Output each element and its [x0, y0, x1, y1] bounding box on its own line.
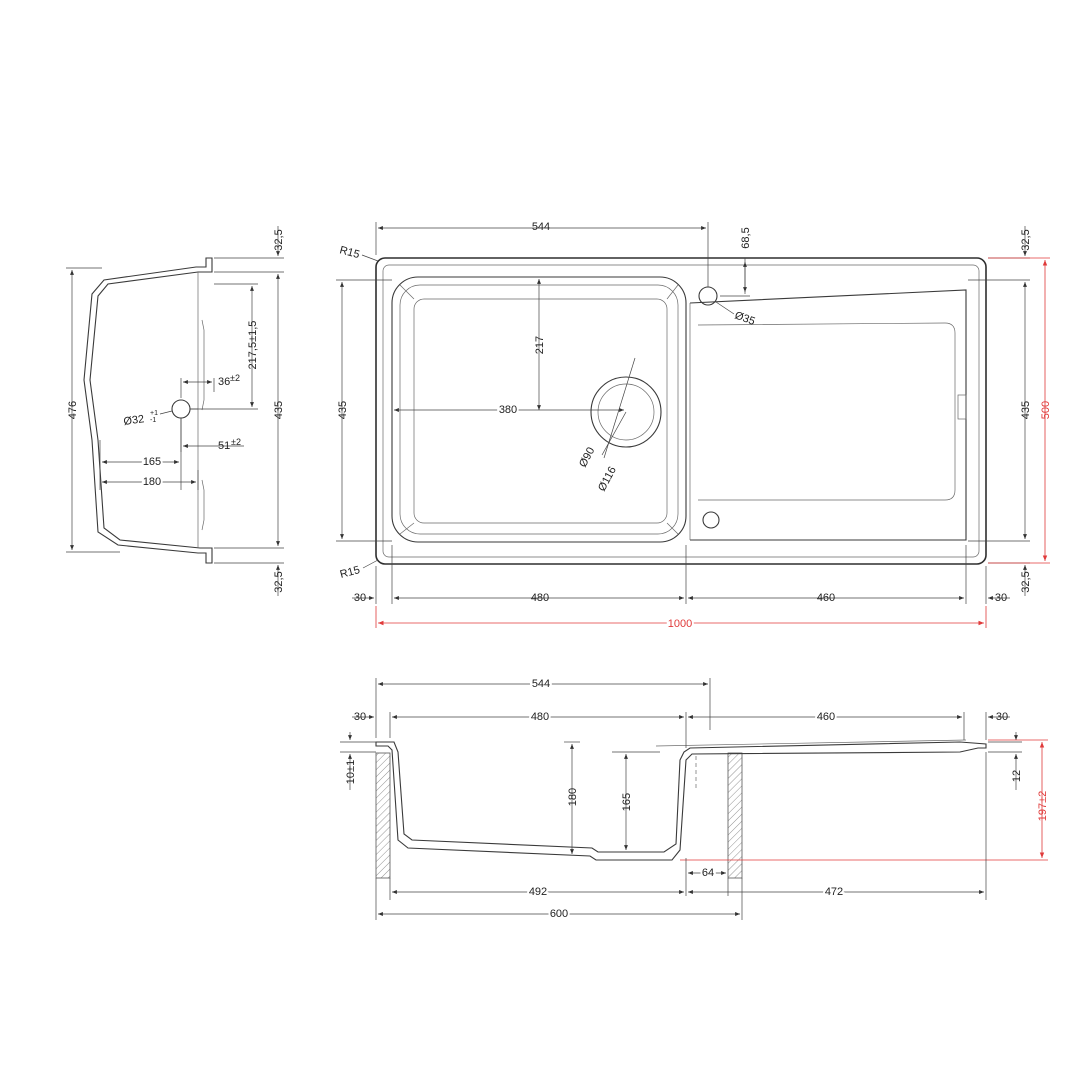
- sec-dim-600-label: 600: [550, 908, 568, 920]
- sink-inner-rim: [382, 264, 980, 558]
- side-dim-32-5-top: 32,5: [273, 229, 285, 250]
- label-90: Ø90: [577, 445, 597, 469]
- overflow-hole: [702, 511, 720, 529]
- dim-435-left: 435: [336, 279, 392, 542]
- sec-dim-180: 180: [564, 741, 580, 854]
- dim-1000: 1000: [375, 606, 987, 632]
- dim-380-label: 380: [499, 404, 517, 416]
- sec-dim-165-label: 165: [621, 793, 633, 811]
- sec-dim-197-label: 197±2: [1037, 791, 1049, 822]
- dim-544: 544: [375, 221, 709, 287]
- radius-top-leader: [361, 254, 379, 262]
- dim-435-left-label: 435: [337, 401, 349, 419]
- drainer-surface: [655, 739, 967, 747]
- sec-dim-492-label: 492: [529, 886, 547, 898]
- dim-217-5: 217,5±1,5: [190, 283, 259, 410]
- sec-dim-460: 460: [817, 711, 835, 723]
- sec-dim-472-label: 472: [825, 886, 843, 898]
- dim-30-right: 30: [995, 592, 1007, 604]
- label-32-tol-upper: +1: [150, 410, 158, 417]
- leader-35: [715, 301, 735, 315]
- side-dim-435: 435: [273, 401, 285, 419]
- dim-480: 480: [531, 592, 549, 604]
- sec-dim-30-right: 30: [996, 711, 1008, 723]
- sec-dim-64: 64: [685, 858, 729, 896]
- dim-476-label: 476: [67, 401, 79, 419]
- dim-544-label: 544: [532, 221, 550, 233]
- radius-top-label: R15: [338, 244, 361, 261]
- leader-drain: [601, 411, 627, 456]
- dim-217-label: 217: [534, 336, 546, 354]
- label-116: Ø116: [596, 465, 619, 494]
- sec-dim-180-label: 180: [567, 788, 579, 806]
- dim-36-label: 36: [218, 376, 230, 388]
- side-dim-right: 32,5 435 32,5: [214, 226, 285, 596]
- dim-32-5-bottom-right: 32,5: [1020, 571, 1032, 592]
- dim-435-right: 435: [1020, 401, 1032, 419]
- dim-51-label: 51: [218, 440, 230, 452]
- cabinet-wall-left: [375, 752, 391, 879]
- dim-460: 460: [817, 592, 835, 604]
- dim-165-180: 165 180: [99, 418, 199, 490]
- dim-68-5-label: 68,5: [740, 227, 752, 248]
- dim-68-5: 68,5: [720, 227, 752, 297]
- dim-32-5-top-right: 32,5: [1020, 229, 1032, 250]
- dim-bottom-chain: 30 480 460 30: [352, 545, 1010, 604]
- dim-36-tol: ±2: [230, 373, 240, 383]
- radius-bottom-leader: [362, 559, 379, 569]
- leader-drain-2: [603, 357, 636, 459]
- dim-500-label: 500: [1040, 401, 1052, 419]
- sec-dim-492-472: 492 472: [389, 752, 987, 900]
- label-35: Ø35: [733, 310, 757, 328]
- sec-dim-544: 544: [375, 676, 711, 738]
- drain: [590, 376, 662, 448]
- dim-30-left: 30: [354, 592, 366, 604]
- sec-dim-12-label: 12: [1011, 770, 1023, 782]
- drainer-board: [689, 289, 967, 541]
- dim-217-5-label: 217,5±1,5: [247, 321, 259, 370]
- sec-dim-12: 12: [988, 732, 1023, 790]
- side-overflow-hole: [171, 399, 191, 419]
- label-32-text: Ø32: [123, 413, 145, 428]
- sec-dim-10: 10±1: [340, 732, 376, 790]
- dim-165-label: 165: [143, 456, 161, 468]
- sec-dim-544-label: 544: [532, 678, 550, 690]
- dim-380: 380: [394, 402, 624, 418]
- dim-500: 500: [988, 257, 1052, 564]
- dim-51: 51 ±2: [180, 418, 244, 452]
- side-view: 476 32,5 435 32,5 217,5±1,5 36: [66, 226, 285, 596]
- sec-dim-30-left: 30: [354, 711, 366, 723]
- sec-dim-197: 197±2: [680, 739, 1049, 861]
- sink-outline: [375, 257, 987, 565]
- sec-dim-10-label: 10±1: [345, 760, 357, 784]
- section-profile: [375, 741, 987, 861]
- dim-217: 217: [534, 279, 546, 410]
- section-view: 544 30 480 460 30 10±1: [340, 676, 1049, 922]
- label-32: Ø32 +1 -1: [123, 408, 198, 428]
- dim-1000-label: 1000: [668, 618, 692, 630]
- sec-dim-600: 600: [375, 878, 743, 922]
- radius-bottom-label: R15: [339, 564, 362, 581]
- label-32-tol-lower: -1: [150, 417, 156, 424]
- cabinet-wall-right: [727, 752, 743, 879]
- side-dim-32-5-bottom: 32,5: [273, 571, 285, 592]
- sec-dim-chain: 30 480 460 30: [352, 709, 1010, 748]
- dim-51-tol: ±2: [231, 437, 241, 447]
- top-view: 544 68,5 Ø35 R15 R15 217 380 Ø90: [336, 221, 1052, 632]
- dim-36: 36 ±2: [180, 373, 240, 398]
- sec-dim-64-label: 64: [702, 867, 714, 879]
- dim-476: 476: [66, 267, 120, 553]
- dim-right-stack: 32,5 435 32,5: [968, 226, 1032, 596]
- dim-180-label: 180: [143, 476, 161, 488]
- sec-dim-165: 165: [612, 751, 660, 850]
- sec-dim-480: 480: [531, 711, 549, 723]
